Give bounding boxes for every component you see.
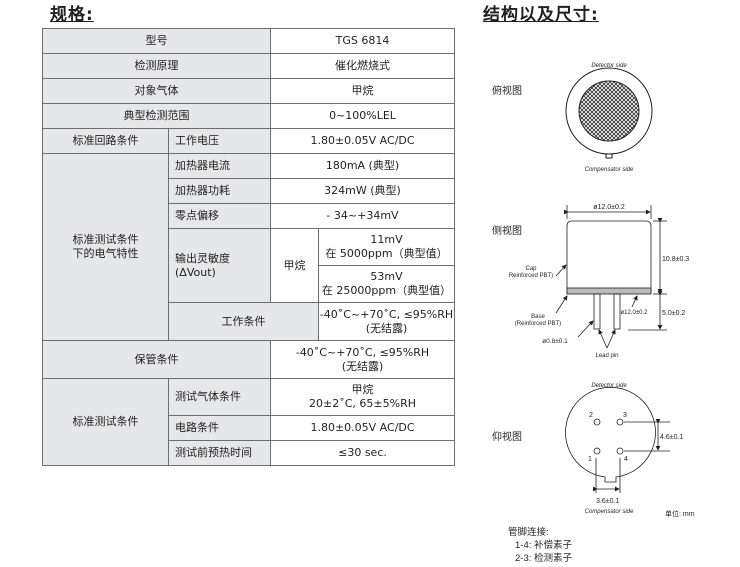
gas-label: 对象气体	[42, 78, 271, 104]
top-view-label: 俯视图	[492, 84, 522, 97]
base-label-1: Base	[531, 314, 545, 320]
pin-1-label: 1	[588, 456, 592, 463]
pin-height-dim: 5.0±0.2	[662, 310, 685, 317]
top-compensator-side: Compensator side	[585, 167, 634, 173]
test-gas-value-line2: 20±2˚C, 65±5%RH	[309, 397, 416, 410]
storage-value-line1: -40˚C~+70˚C, ≤95%RH	[295, 345, 430, 359]
structure-title: 结构以及尺寸:	[483, 5, 599, 25]
zero-offset-label: 零点偏移	[168, 203, 271, 229]
test-gas-label: 测试气体条件	[168, 378, 271, 416]
elec-label: 标准测试条件下的电气特性	[42, 153, 169, 341]
elec-label-line1: 标准测试条件	[72, 233, 139, 246]
operating-value-line1: -40˚C~+70˚C, ≤95%RH	[319, 307, 454, 321]
top-view-drawing	[565, 67, 653, 159]
sens2-value: 53mV	[370, 270, 403, 283]
operating-value-line2: (无结露)	[365, 321, 408, 335]
pin-3-label: 3	[623, 412, 627, 419]
model-label: 型号	[42, 28, 271, 54]
principle-label: 检测原理	[42, 53, 271, 79]
cap-label-1: Cap	[525, 266, 537, 272]
bottom-detector-side: Detector side	[591, 383, 627, 389]
bottom-view-label: 仰视图	[492, 430, 522, 443]
sensitivity-label-line1: 输出灵敏度	[175, 251, 230, 265]
gas-value: 甲烷	[270, 78, 455, 104]
range-value: 0~100%LEL	[270, 103, 455, 129]
heater-power-label: 加热器功耗	[168, 178, 271, 204]
sensitivity-label-line2: (ΔVout)	[175, 265, 216, 279]
preheat-label: 测试前预热时间	[168, 440, 271, 466]
pin-4-label: 4	[624, 456, 628, 463]
principle-value: 催化燃烧式	[270, 53, 455, 79]
pin-conn-title: 管脚连接:	[508, 526, 549, 538]
circuit-label: 标准回路条件	[42, 128, 169, 154]
test-gas-value-line1: 甲烷	[351, 383, 374, 396]
diameter-dim: ø12.0±0.2	[593, 204, 625, 211]
side-view-label: 侧视图	[492, 224, 522, 237]
std-test-label: 标准测试条件	[42, 378, 169, 466]
preheat-value: ≤30 sec.	[270, 440, 455, 466]
pin-spacing-v: 4.6±0.1	[660, 434, 683, 441]
base-diameter-dim: ø12.0±0.2	[621, 310, 649, 316]
base-label-2: (Reinforced PBT)	[515, 321, 561, 327]
sens2-cond: 在 25000ppm（典型值）	[321, 284, 452, 297]
range-label: 典型检测范围	[42, 103, 271, 129]
operating-label: 工作条件	[168, 302, 319, 341]
unit-label: 单位: mm	[665, 509, 695, 518]
cap-label-2: Reinforced PBT)	[509, 273, 553, 279]
pin-2-label: 2	[589, 412, 593, 419]
heater-current-label: 加热器电流	[168, 153, 271, 179]
elec-label-line2: 下的电气特性	[72, 247, 139, 260]
pin-conn-1: 1-4: 补偿素子	[515, 539, 573, 551]
spec-title: 规格:	[50, 5, 94, 25]
voltage-label: 工作电压	[168, 128, 271, 154]
sensitivity-label: 输出灵敏度(ΔVout)	[168, 228, 271, 303]
storage-value-line2: (无结露)	[341, 359, 384, 373]
sens1-value: 11mV	[370, 233, 403, 246]
pin-conn-2: 2-3: 检测素子	[515, 552, 573, 564]
lead-pin-label: Lead pin	[595, 353, 618, 359]
circuit-cond-label: 电路条件	[168, 415, 271, 441]
model-value: TGS 6814	[270, 28, 455, 54]
bottom-compensator-side: Compensator side	[585, 509, 634, 515]
voltage-value: 1.80±0.05V AC/DC	[270, 128, 455, 154]
cap-height-dim: 10.8±0.3	[662, 256, 689, 263]
bottom-view-drawing	[565, 387, 670, 493]
pin-diameter-dim: ø0.8±0.1	[542, 338, 568, 345]
storage-label: 保管条件	[42, 340, 271, 379]
top-detector-side: Detector side	[591, 63, 627, 69]
heater-current-value: 180mA (典型)	[270, 153, 455, 179]
side-view-drawing	[555, 205, 667, 349]
sens1-cond: 在 5000ppm（典型值）	[325, 247, 448, 260]
heater-power-value: 324mW (典型)	[270, 178, 455, 204]
pin-spacing-h: 3.6±0.1	[596, 498, 619, 505]
storage-value: -40˚C~+70˚C, ≤95%RH(无结露)	[270, 340, 455, 379]
operating-value: -40˚C~+70˚C, ≤95%RH(无结露)	[318, 302, 455, 341]
circuit-cond-value: 1.80±0.05V AC/DC	[270, 415, 455, 441]
